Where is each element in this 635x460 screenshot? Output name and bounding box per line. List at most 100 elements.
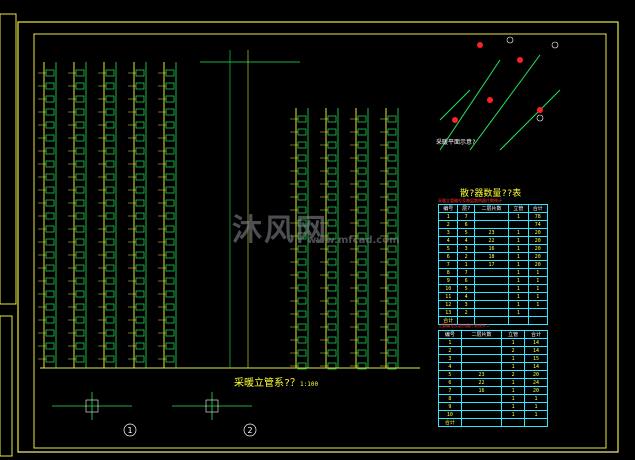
detail-valve-box xyxy=(85,399,99,413)
table-cell: 24 xyxy=(524,378,548,387)
valve-symbol xyxy=(487,97,493,103)
table-header: 合计 xyxy=(524,330,548,339)
detail-callout xyxy=(551,41,559,49)
radiator-symbol xyxy=(105,329,115,337)
table-cell xyxy=(473,276,510,285)
radiator-symbol xyxy=(327,180,337,188)
table-cell: 1 xyxy=(508,308,529,317)
radiator-symbol xyxy=(135,264,145,272)
radiator-symbol xyxy=(165,108,175,116)
radiator-symbol xyxy=(165,316,175,324)
table-header: 编号 xyxy=(437,204,459,213)
detail-callout xyxy=(506,36,514,44)
radiator-symbol xyxy=(165,225,175,233)
table-cell: 4 xyxy=(457,292,475,301)
radiator-symbol xyxy=(75,69,85,77)
radiator-symbol xyxy=(105,316,115,324)
radiator-symbol xyxy=(165,199,175,207)
table-cell xyxy=(460,410,503,419)
radiator-symbol xyxy=(297,349,307,357)
table-cell: 1 xyxy=(508,292,529,301)
watermark-brand: 沐风网 xyxy=(232,213,328,248)
table-cell: 4 xyxy=(437,236,459,245)
radiator-symbol xyxy=(165,186,175,194)
table-cell: 1 xyxy=(508,276,529,285)
radiator-symbol xyxy=(45,355,55,363)
table-cell: 4 xyxy=(457,236,475,245)
radiator-symbol xyxy=(165,121,175,129)
radiator-symbol xyxy=(357,219,367,227)
radiator-symbol xyxy=(45,264,55,272)
table-cell xyxy=(460,354,503,363)
radiator-symbol xyxy=(45,186,55,194)
radiator-symbol xyxy=(75,303,85,311)
table-cell xyxy=(460,346,503,355)
radiator-symbol xyxy=(297,141,307,149)
radiator-symbol xyxy=(105,277,115,285)
table-cell: 9 xyxy=(437,276,459,285)
table-cell: 12 xyxy=(437,300,459,309)
radiator-symbol xyxy=(165,251,175,259)
radiator-symbol xyxy=(135,173,145,181)
radiator-symbol xyxy=(387,336,397,344)
radiator-symbol xyxy=(45,251,55,259)
table-cell xyxy=(460,362,503,371)
radiator-symbol xyxy=(327,167,337,175)
radiator-symbol xyxy=(327,336,337,344)
radiator-symbol xyxy=(75,121,85,129)
table-cell: 1 xyxy=(508,284,529,293)
radiator-symbol xyxy=(297,115,307,123)
radiator-symbol xyxy=(165,329,175,337)
table-cell: 7 xyxy=(438,386,462,395)
radiator-symbol xyxy=(357,193,367,201)
table-cell xyxy=(473,284,510,293)
radiator-symbol xyxy=(105,82,115,90)
valve-symbol xyxy=(517,57,523,63)
radiator-symbol xyxy=(45,69,55,77)
radiator-symbol xyxy=(135,355,145,363)
table-cell: 3 xyxy=(457,300,475,309)
radiator-symbol xyxy=(75,342,85,350)
radiator-symbol xyxy=(387,128,397,136)
radiator-symbol xyxy=(105,160,115,168)
radiator-symbol xyxy=(297,167,307,175)
table-cell: 1 xyxy=(501,402,526,411)
table-cell: 6 xyxy=(437,252,459,261)
radiator-symbol xyxy=(165,342,175,350)
radiator-symbol xyxy=(105,186,115,194)
radiator-symbol xyxy=(75,264,85,272)
radiator-symbol xyxy=(135,121,145,129)
radiator-symbol xyxy=(165,82,175,90)
table-cell: 1 xyxy=(457,260,475,269)
radiator-symbol xyxy=(45,147,55,155)
radiator-symbol xyxy=(75,199,85,207)
radiator-symbol xyxy=(165,355,175,363)
table-cell xyxy=(524,418,548,427)
table-cell: 1 xyxy=(508,236,529,245)
table-cell xyxy=(460,394,503,403)
table-cell xyxy=(473,308,510,317)
table-cell: 14 xyxy=(524,338,548,347)
table-cell: 23 xyxy=(460,370,503,379)
radiator-symbol xyxy=(327,154,337,162)
radiator-symbol xyxy=(105,303,115,311)
radiator-symbol xyxy=(135,316,145,324)
radiator-symbol xyxy=(357,154,367,162)
table-cell: 1 xyxy=(501,386,526,395)
radiator-symbol xyxy=(387,206,397,214)
radiator-symbol xyxy=(297,258,307,266)
radiator-symbol xyxy=(105,238,115,246)
table-header: 立管 xyxy=(508,204,529,213)
table-cell: 5 xyxy=(437,244,459,253)
detail-mark-circle xyxy=(243,423,257,437)
radiator-symbol xyxy=(165,277,175,285)
radiator-symbol xyxy=(297,180,307,188)
radiator-symbol xyxy=(387,297,397,305)
radiator-symbol xyxy=(105,199,115,207)
